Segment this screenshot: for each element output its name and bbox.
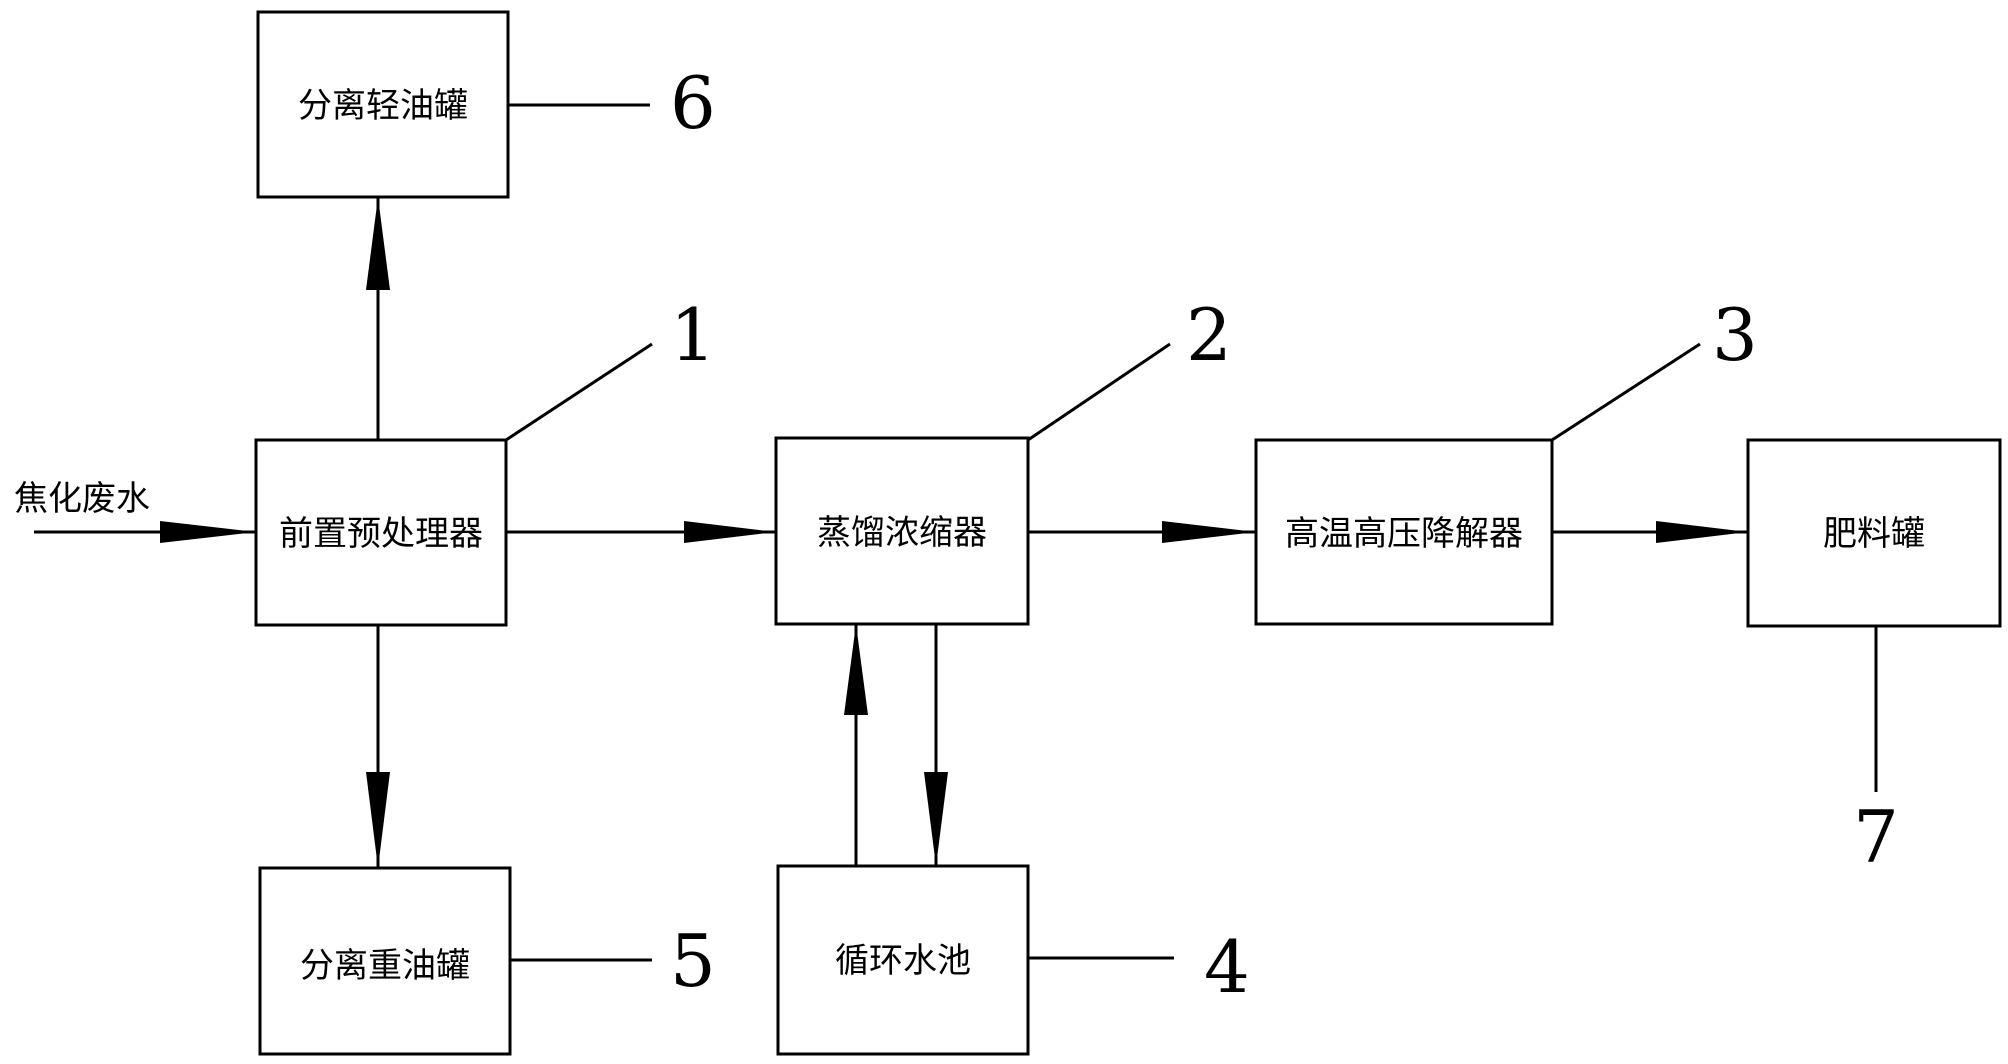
arrow-pretreatment-to-light-oil (366, 197, 390, 440)
ref-number-1: 1 (670, 293, 716, 377)
ref-number-7: 7 (1853, 795, 1899, 879)
box-circulation-pool: 循环水池 (776, 864, 1030, 1056)
leader-ref-6: 6 (508, 61, 716, 145)
box-label-fertilizer-tank: 肥料罐 (1823, 514, 1925, 554)
ref-number-5: 5 (670, 919, 716, 1003)
leader-ref-5: 5 (510, 919, 716, 1003)
leader-ref-3: 3 (1551, 293, 1758, 442)
arrow-degrader-to-fertilizer (1552, 521, 1748, 543)
box-degrader: 高温高压降解器 (1254, 438, 1554, 626)
arrow-distillation-to-degrader (1028, 521, 1256, 543)
box-distillation: 蒸馏浓缩器 (774, 436, 1030, 626)
leader-ref-7: 7 (1853, 626, 1899, 879)
ref-number-6: 6 (670, 61, 716, 145)
input-label: 焦化废水 (14, 479, 150, 519)
box-label-distillation: 蒸馏浓缩器 (817, 513, 987, 553)
leader-ref-2: 2 (1027, 293, 1232, 442)
arrow-pretreatment-to-distillation (506, 521, 776, 543)
ref-number-4: 4 (1204, 925, 1250, 1009)
box-label-light-oil-tank: 分离轻油罐 (298, 86, 468, 126)
box-fertilizer-tank: 肥料罐 (1746, 438, 2002, 628)
input-arrow (34, 521, 256, 543)
leader-ref-4: 4 (1028, 925, 1250, 1009)
box-heavy-oil-tank: 分离重油罐 (258, 866, 512, 1056)
leader-ref-1: 1 (505, 293, 716, 442)
arrow-pool-to-distillation (844, 624, 868, 866)
box-light-oil-tank: 分离轻油罐 (256, 10, 510, 199)
ref-number-3: 3 (1712, 293, 1758, 377)
arrow-pretreatment-to-heavy-oil (366, 625, 390, 868)
box-label-pretreatment: 前置预处理器 (279, 514, 483, 554)
box-label-degrader: 高温高压降解器 (1285, 514, 1523, 554)
ref-number-2: 2 (1186, 293, 1232, 377)
arrow-distillation-to-pool (924, 624, 948, 866)
box-label-circulation-pool: 循环水池 (835, 941, 971, 981)
box-pretreatment: 前置预处理器 (254, 438, 508, 627)
box-label-heavy-oil-tank: 分离重油罐 (300, 946, 470, 986)
